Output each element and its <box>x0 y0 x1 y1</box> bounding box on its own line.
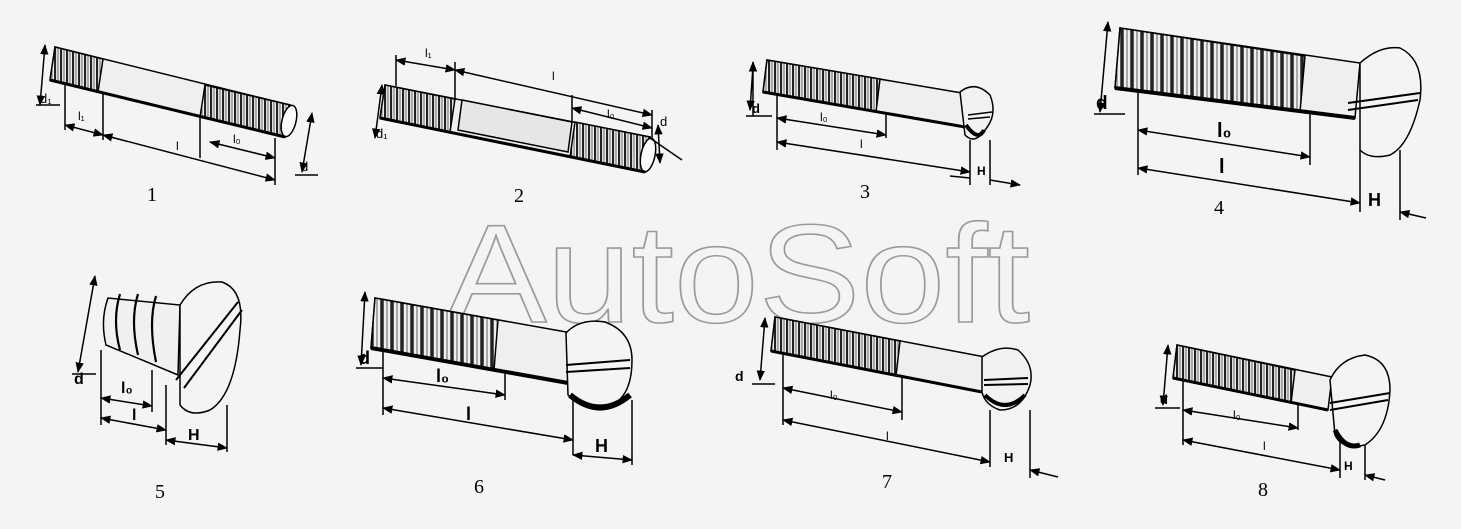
fig3-label-l: l <box>860 137 863 151</box>
fig7-label-H: H <box>1004 450 1013 465</box>
fig1-label-l0: l₀ <box>233 132 241 146</box>
fig4-label-l0: l₀ <box>1217 120 1232 142</box>
fig8-label-d: d <box>1160 392 1168 407</box>
figure-2-stud <box>372 55 683 174</box>
figure-7-number: 7 <box>882 471 892 493</box>
fig6-label-H: H <box>595 436 608 456</box>
fig1-label-d1: d₁ <box>40 91 52 106</box>
fig5-label-l: l <box>132 407 136 424</box>
figure-2-number: 2 <box>514 185 524 207</box>
fig1-label-l: l <box>176 139 179 153</box>
figure-5-short-countersunk-screw <box>72 274 243 452</box>
fig5-label-d: d <box>74 371 84 388</box>
figure-3-number: 3 <box>860 181 870 203</box>
figure-4-number: 4 <box>1214 197 1224 219</box>
fig2-label-d1: d₁ <box>376 126 388 141</box>
figure-4-countersunk-screw <box>1094 20 1427 220</box>
fig3-label-H: H <box>977 164 986 178</box>
fig6-label-d: d <box>359 348 370 368</box>
figure-3-round-head-screw <box>746 60 1020 185</box>
figure-8-slotted-screw <box>1155 343 1391 482</box>
fig7-label-l: l <box>886 429 889 443</box>
fig4-label-H: H <box>1368 190 1381 210</box>
fig3-label-d: d <box>752 101 760 116</box>
fig4-label-d: d <box>1096 93 1108 114</box>
fig3-label-l0: l₀ <box>820 110 828 124</box>
fig1-label-d: d <box>301 159 308 174</box>
fig2-label-d: d <box>660 114 667 129</box>
fig6-label-l: l <box>466 404 471 424</box>
fig6-label-l0: l₀ <box>436 366 449 386</box>
fig5-label-H: H <box>188 427 200 444</box>
fig4-label-l: l <box>1219 156 1225 178</box>
fig7-label-l0: l₀ <box>830 388 838 402</box>
figure-1-number: 1 <box>147 184 157 206</box>
fig8-label-H: H <box>1344 459 1353 473</box>
fig5-label-l0: l₀ <box>121 380 133 397</box>
fig2-label-l: l <box>552 69 555 83</box>
fig8-label-l0: l₀ <box>1233 408 1241 422</box>
fig1-label-l1: l₁ <box>78 109 85 123</box>
fig2-label-l1: l₁ <box>425 46 432 60</box>
figure-6-number: 6 <box>474 476 484 498</box>
fig7-label-d: d <box>735 368 744 384</box>
fig2-label-l0: l₀ <box>607 107 615 121</box>
figure-1-stud <box>36 43 318 185</box>
fig8-label-l: l <box>1263 439 1266 453</box>
figure-7-raised-head-screw <box>752 316 1059 478</box>
figure-6-cheese-head-screw <box>356 290 634 465</box>
figure-5-number: 5 <box>155 481 165 503</box>
watermark: AutoSoft <box>445 195 1030 352</box>
figure-8-number: 8 <box>1258 479 1268 501</box>
